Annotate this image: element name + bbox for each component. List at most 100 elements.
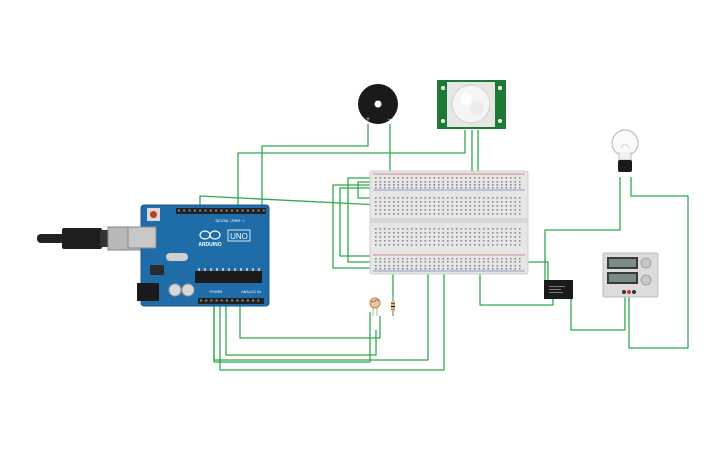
pin-hole[interactable]: [402, 244, 404, 246]
pin-hole[interactable]: [456, 258, 458, 260]
pin-hole[interactable]: [420, 228, 422, 230]
pin-hole[interactable]: [375, 232, 377, 234]
pin-hole[interactable]: [478, 184, 481, 186]
pin-hole[interactable]: [478, 201, 481, 203]
pin-hole[interactable]: [231, 209, 233, 212]
pin-hole[interactable]: [474, 236, 476, 238]
pin-hole[interactable]: [388, 201, 391, 203]
pin-hole[interactable]: [514, 201, 517, 203]
pin-hole[interactable]: [514, 240, 517, 242]
pin-hole[interactable]: [393, 201, 395, 203]
pin-hole[interactable]: [415, 181, 418, 183]
pin-hole[interactable]: [415, 184, 418, 186]
pin-hole[interactable]: [397, 201, 400, 203]
pin-hole[interactable]: [483, 232, 485, 234]
pin-hole[interactable]: [496, 265, 499, 267]
relay-icon[interactable]: [544, 280, 573, 299]
pin-hole[interactable]: [411, 184, 413, 186]
pin-hole[interactable]: [478, 228, 481, 230]
pin-hole[interactable]: [411, 240, 413, 242]
pin-hole[interactable]: [379, 184, 382, 186]
pin-hole[interactable]: [438, 187, 440, 189]
pin-hole[interactable]: [501, 232, 503, 234]
pin-hole[interactable]: [487, 232, 490, 234]
pin-hole[interactable]: [415, 197, 418, 199]
pin-hole[interactable]: [487, 213, 490, 215]
pin-hole[interactable]: [429, 265, 431, 267]
pin-hole[interactable]: [510, 181, 512, 183]
pin-hole[interactable]: [375, 236, 377, 238]
pin-hole[interactable]: [438, 265, 440, 267]
pin-hole[interactable]: [388, 258, 391, 260]
pin-hole[interactable]: [451, 268, 454, 270]
wire-rail-left-2[interactable]: [332, 184, 380, 269]
pin-hole[interactable]: [456, 261, 458, 263]
pin-hole[interactable]: [519, 244, 521, 246]
pin-hole[interactable]: [514, 197, 517, 199]
pin-hole[interactable]: [438, 197, 440, 199]
pin-hole[interactable]: [474, 205, 476, 207]
pin-hole[interactable]: [424, 187, 427, 189]
pin-hole[interactable]: [447, 232, 449, 234]
pin-hole[interactable]: [505, 181, 508, 183]
pin-hole[interactable]: [478, 205, 481, 207]
pin-hole[interactable]: [402, 187, 404, 189]
pin-hole[interactable]: [492, 228, 494, 230]
pin-hole[interactable]: [402, 236, 404, 238]
pin-hole[interactable]: [384, 187, 386, 189]
pin-hole[interactable]: [424, 177, 427, 179]
pin-hole[interactable]: [456, 209, 458, 211]
pin-hole[interactable]: [393, 228, 395, 230]
pin-hole[interactable]: [514, 258, 517, 260]
pin-hole[interactable]: [514, 268, 517, 270]
pin-hole[interactable]: [411, 265, 413, 267]
pin-hole[interactable]: [420, 184, 422, 186]
pin-hole[interactable]: [487, 258, 490, 260]
pin-hole[interactable]: [492, 213, 494, 215]
pin-hole[interactable]: [415, 236, 418, 238]
pin-hole[interactable]: [188, 209, 191, 212]
pin-hole[interactable]: [402, 181, 404, 183]
pin-hole[interactable]: [483, 240, 485, 242]
pin-hole[interactable]: [433, 184, 436, 186]
pin-hole[interactable]: [388, 197, 391, 199]
pin-hole[interactable]: [496, 184, 499, 186]
pin-hole[interactable]: [474, 244, 476, 246]
pin-hole[interactable]: [257, 299, 260, 302]
pin-hole[interactable]: [519, 197, 521, 199]
wire-gnd[interactable]: [219, 268, 445, 371]
pin-hole[interactable]: [420, 258, 422, 260]
pin-hole[interactable]: [411, 261, 413, 263]
pin-hole[interactable]: [397, 240, 400, 242]
pin-hole[interactable]: [456, 244, 458, 246]
pin-hole[interactable]: [411, 213, 413, 215]
pin-hole[interactable]: [469, 258, 472, 260]
pin-hole[interactable]: [411, 209, 413, 211]
pin-hole[interactable]: [397, 197, 400, 199]
pin-hole[interactable]: [384, 265, 386, 267]
pin-hole[interactable]: [375, 244, 377, 246]
pin-hole[interactable]: [420, 181, 422, 183]
pin-hole[interactable]: [519, 228, 521, 230]
pin-hole[interactable]: [519, 201, 521, 203]
pin-hole[interactable]: [456, 268, 458, 270]
pin-hole[interactable]: [393, 184, 395, 186]
pin-hole[interactable]: [442, 258, 445, 260]
pin-hole[interactable]: [252, 209, 255, 212]
pin-hole[interactable]: [397, 209, 400, 211]
pin-hole[interactable]: [510, 205, 512, 207]
pin-hole[interactable]: [420, 268, 422, 270]
pin-hole[interactable]: [379, 240, 382, 242]
pin-hole[interactable]: [415, 261, 418, 263]
pin-hole[interactable]: [397, 187, 400, 189]
pin-hole[interactable]: [456, 240, 458, 242]
pin-hole[interactable]: [447, 265, 449, 267]
pin-hole[interactable]: [442, 244, 445, 246]
pin-hole[interactable]: [375, 265, 377, 267]
pin-hole[interactable]: [478, 232, 481, 234]
pin-hole[interactable]: [420, 240, 422, 242]
pin-hole[interactable]: [438, 177, 440, 179]
pin-hole[interactable]: [447, 181, 449, 183]
pin-hole[interactable]: [519, 184, 521, 186]
pin-hole[interactable]: [492, 201, 494, 203]
